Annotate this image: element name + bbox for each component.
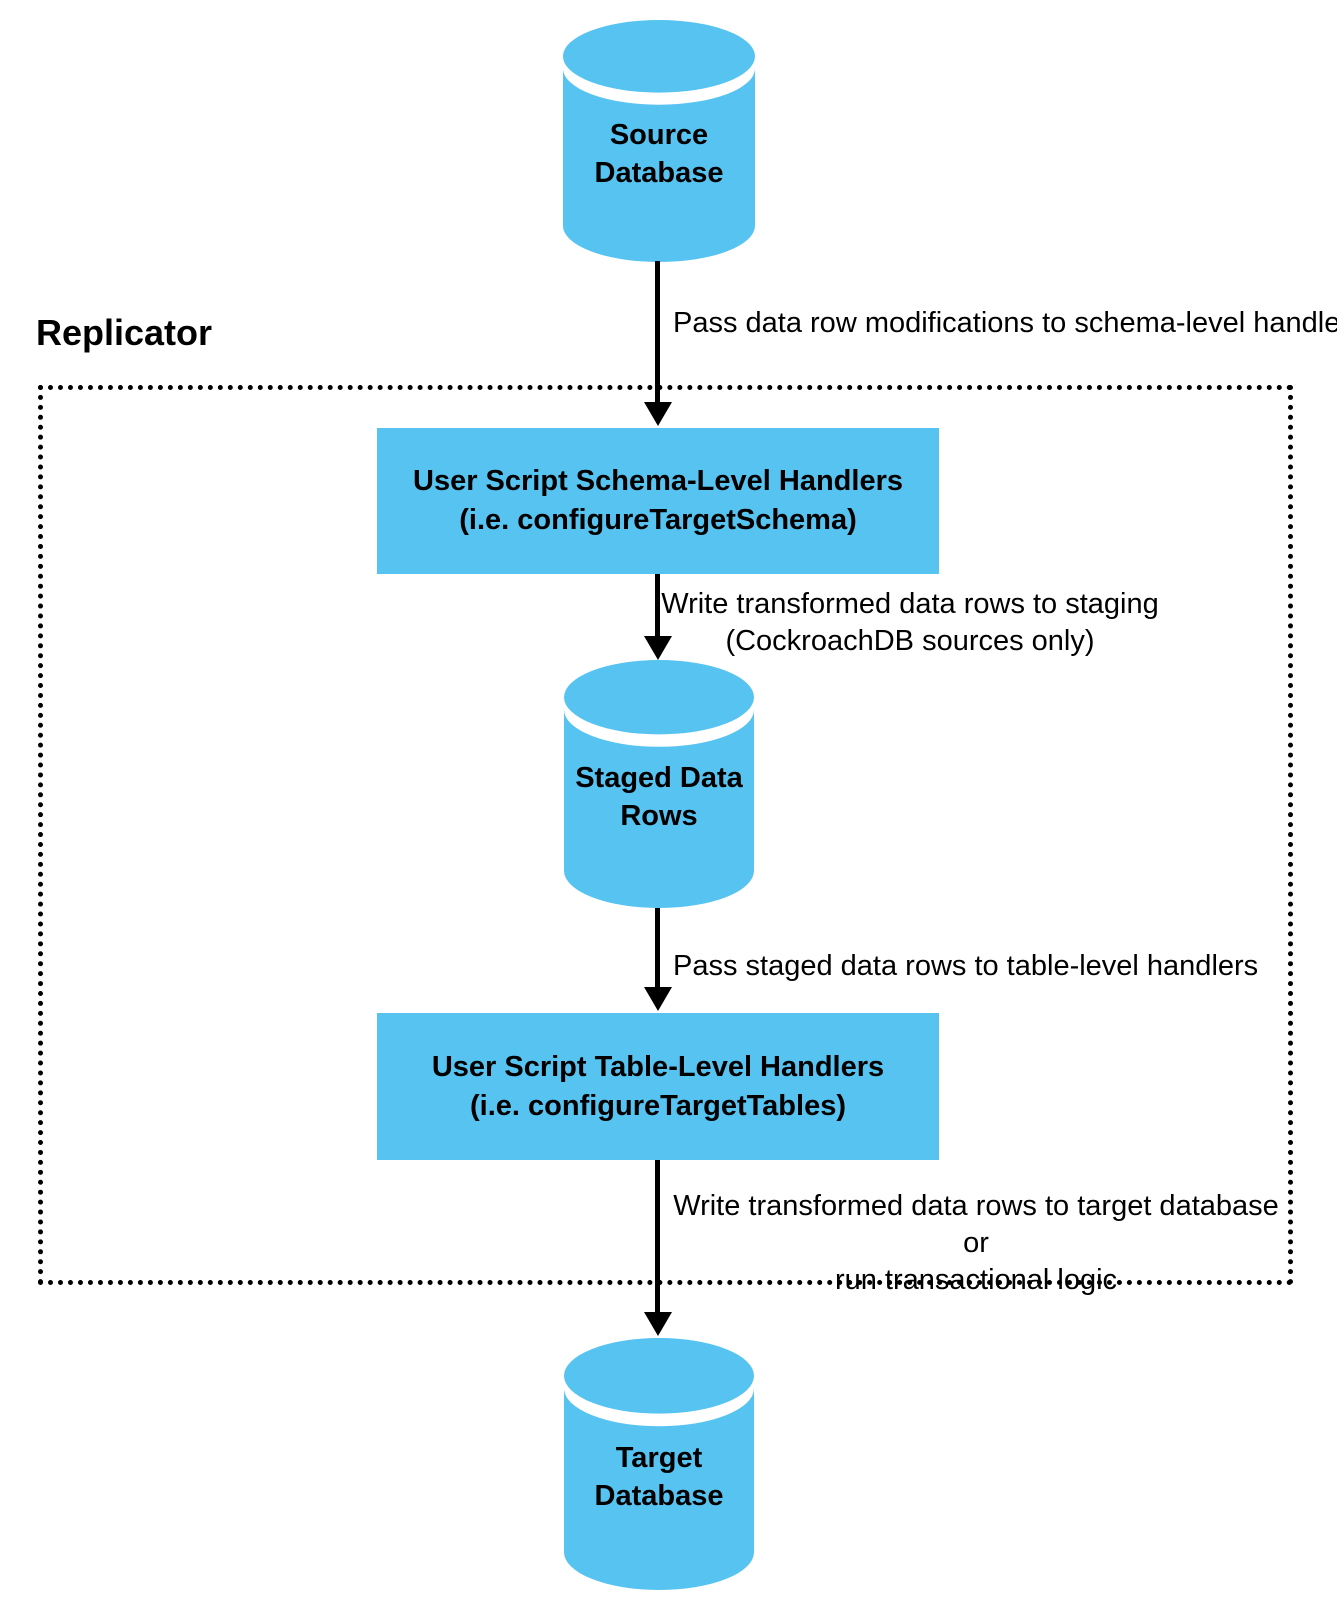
- edge-label-line2: run transactional logic: [834, 1264, 1118, 1296]
- edge-label-line1: Write transformed data rows to target da…: [673, 1190, 1279, 1259]
- arrowhead-icon: [644, 402, 672, 426]
- source-database-label-line1: Source: [609, 119, 709, 151]
- source-database-label-line2: Database: [594, 157, 724, 189]
- target-database-label: Target Database: [564, 1338, 754, 1590]
- table-handlers-label-line1: User Script Table-Level Handlers: [431, 1050, 885, 1083]
- schema-handlers-label-line1: User Script Schema-Level Handlers: [413, 465, 903, 497]
- target-database-node: Target Database: [564, 1338, 754, 1590]
- staged-data-rows-label-line1: Staged Data: [575, 762, 743, 794]
- target-database-label-line1: Target: [615, 1442, 703, 1474]
- source-database-label: Source Database: [563, 20, 755, 262]
- database-cylinder-icon: [564, 1338, 754, 1590]
- edge-schema-to-staged-line: [655, 574, 660, 638]
- edge-label-line1: Write transformed data rows to staging: [661, 588, 1159, 620]
- edge-source-to-schema-label: Pass data row modifications to schema-le…: [673, 307, 1337, 339]
- edge-table-to-target-line: [655, 1160, 660, 1314]
- staged-data-rows-node: Staged Data Rows: [564, 660, 754, 908]
- edge-staged-to-table-label: Pass staged data rows to table-level han…: [673, 950, 1259, 982]
- target-database-label-line2: Database: [594, 1480, 724, 1512]
- replicator-title: Replicator: [36, 312, 213, 353]
- arrowhead-icon: [644, 1312, 672, 1336]
- edge-schema-to-staged-label: Write transformed data rows to staging (…: [660, 586, 1160, 660]
- arrowhead-icon: [644, 636, 672, 660]
- edge-source-to-schema-line: [655, 261, 660, 404]
- schema-handlers-label-line2: (i.e. configureTargetSchema): [459, 504, 857, 536]
- edge-table-to-target-label: Write transformed data rows to target da…: [660, 1188, 1292, 1299]
- replicator-boundary-box: [38, 385, 1293, 1285]
- table-handlers-label-line2: (i.e. configureTargetTables): [470, 1089, 846, 1122]
- edge-staged-to-table-line: [655, 908, 660, 989]
- source-database-node: Source Database: [563, 20, 755, 262]
- arrowhead-icon: [644, 987, 672, 1011]
- staged-data-rows-label-line2: Rows: [620, 800, 698, 832]
- edge-label-line2: (CockroachDB sources only): [725, 625, 1095, 657]
- table-handlers-node: User Script Table-Level Handlers (i.e. c…: [377, 1013, 939, 1160]
- database-cylinder-icon: [563, 20, 755, 262]
- database-cylinder-icon: [564, 660, 754, 908]
- staged-data-rows-label: Staged Data Rows: [564, 660, 754, 908]
- schema-handlers-node: User Script Schema-Level Handlers (i.e. …: [377, 428, 939, 574]
